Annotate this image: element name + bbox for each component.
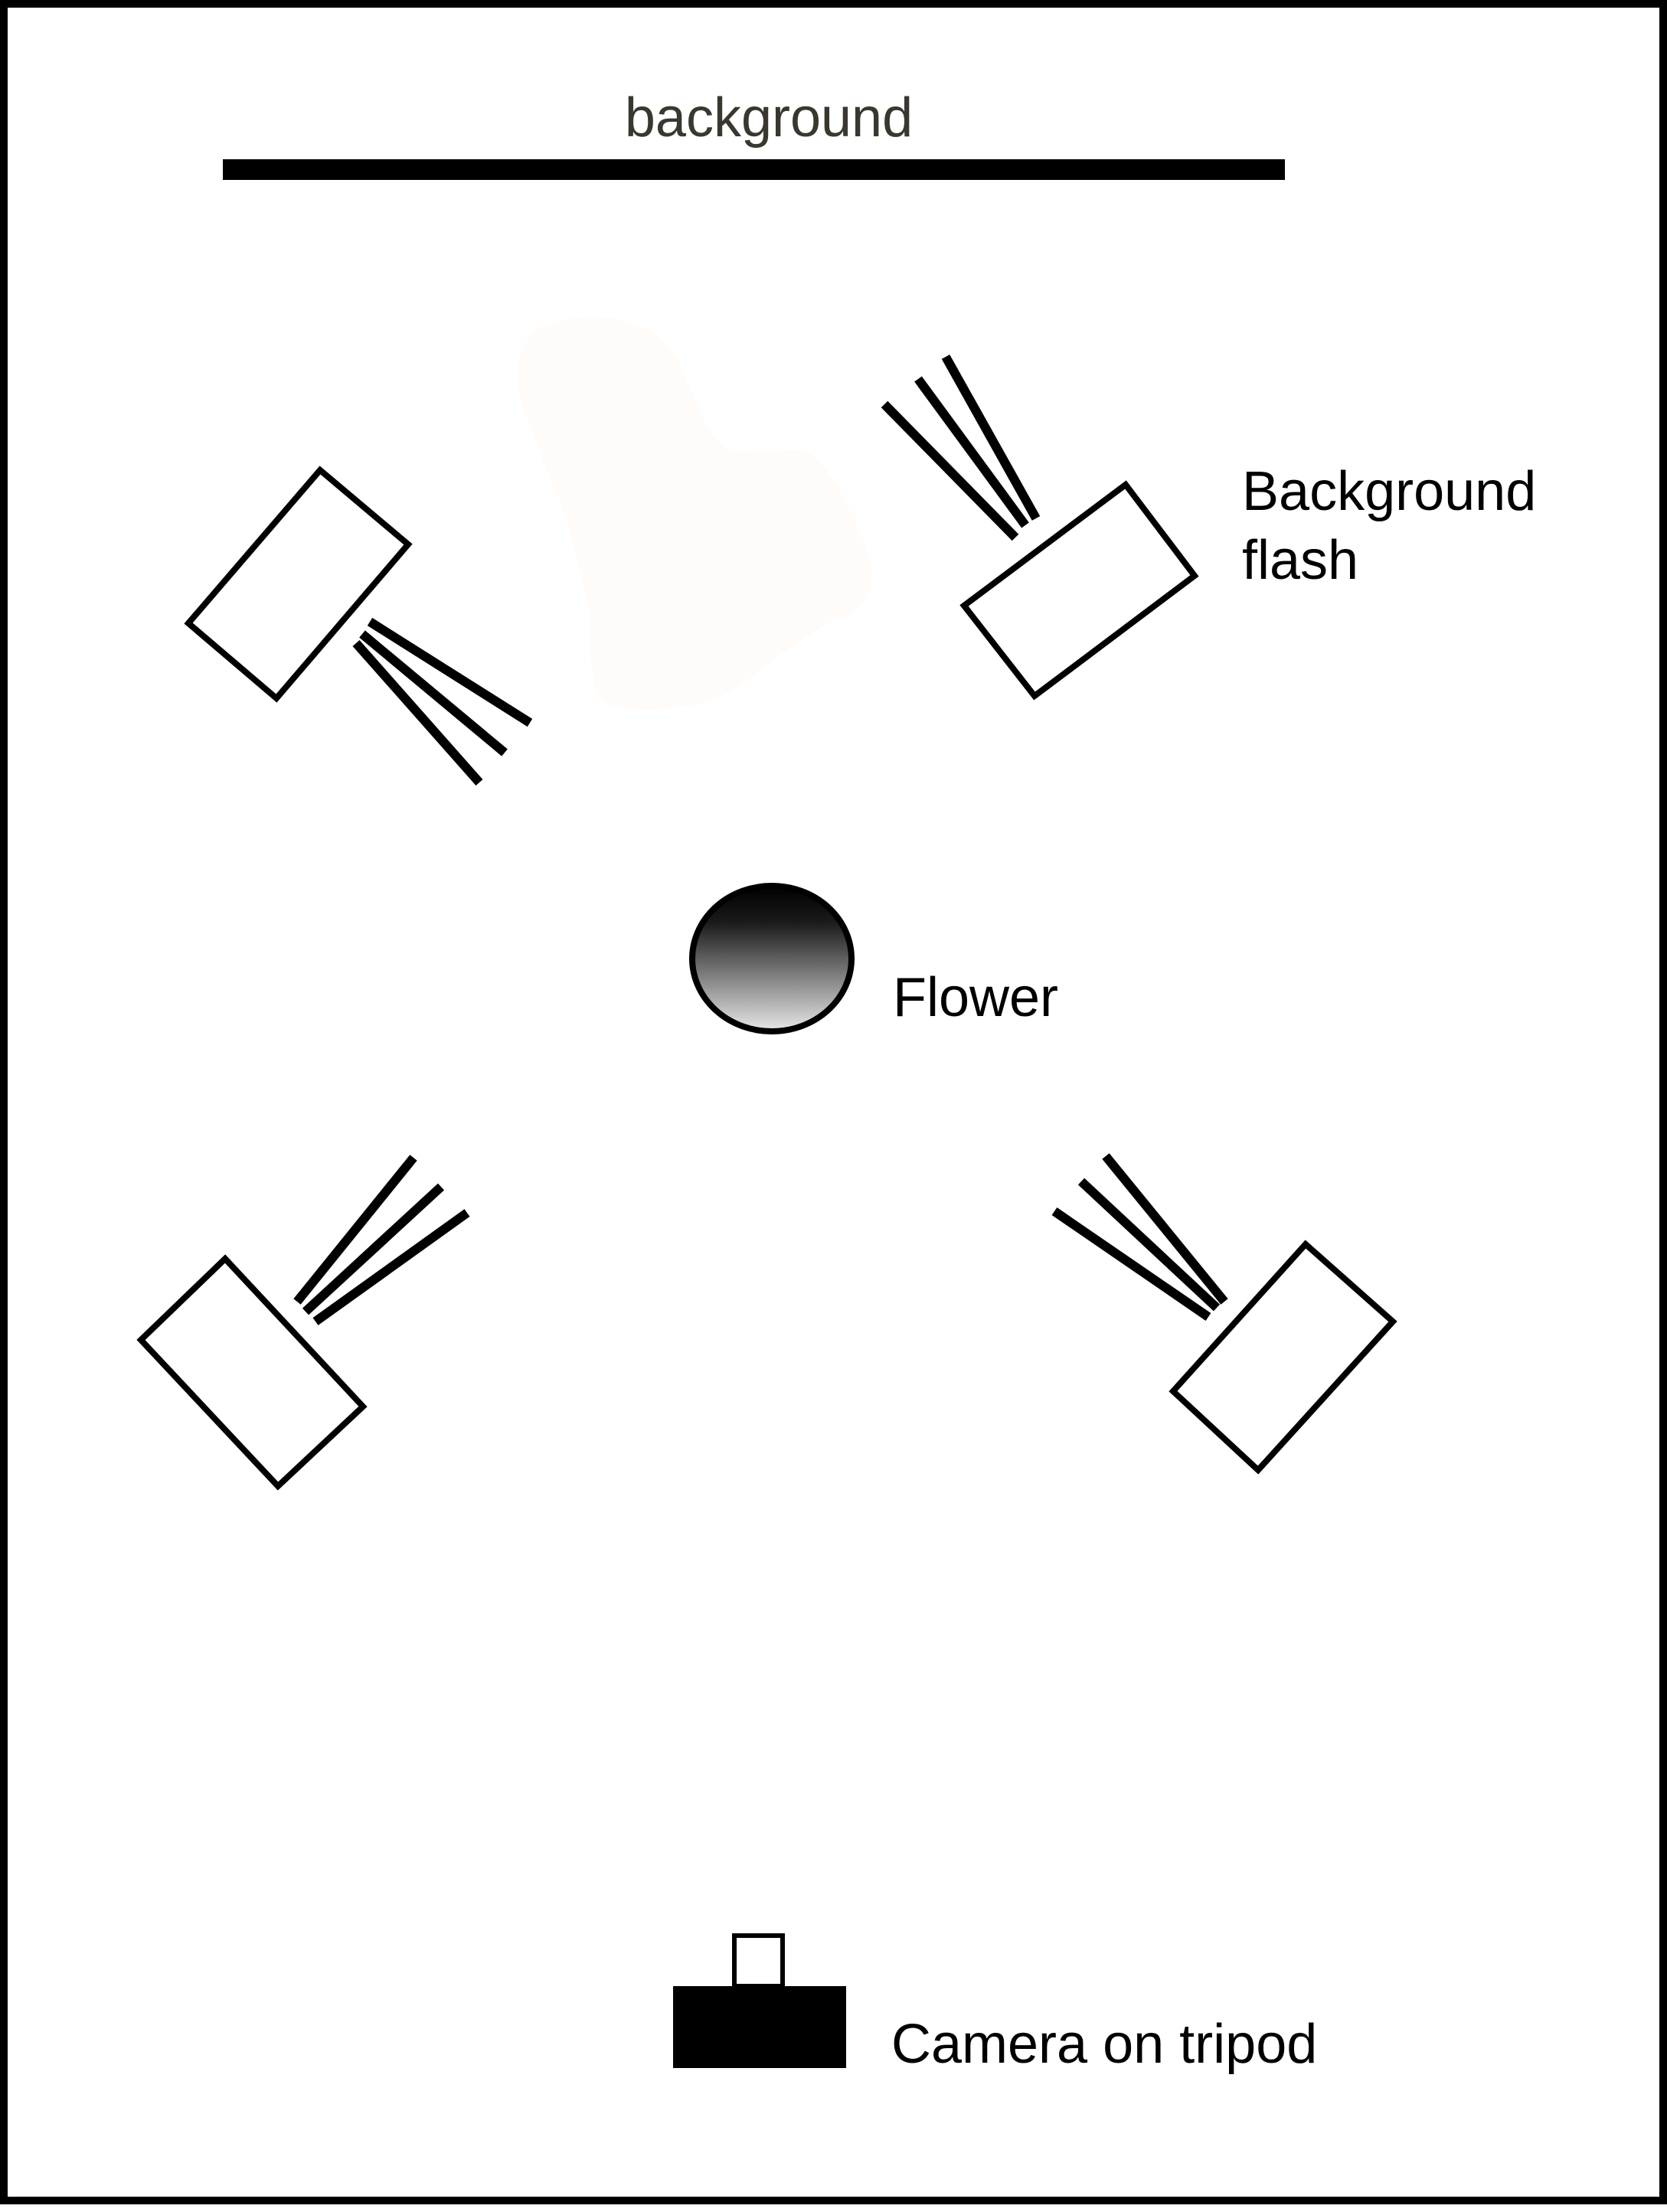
flash-unit-background [881, 355, 1199, 701]
flash-unit-bottom-left [136, 1155, 470, 1491]
light-beam-line [941, 355, 1041, 521]
diagram-canvas: background Background flash Flower [136, 87, 1536, 2075]
flash-unit-top-left [184, 466, 533, 786]
flash-unit-bottom-right [1051, 1153, 1397, 1475]
camera-label: Camera on tripod [891, 2014, 1317, 2075]
light-beam-line [352, 640, 483, 786]
background-label: background [625, 87, 913, 149]
flash-head [184, 466, 413, 703]
background-flash-label-line2: flash [1242, 530, 1358, 591]
light-beam-line [914, 376, 1029, 528]
light-beam-line [1051, 1207, 1211, 1321]
light-beam-line [359, 630, 508, 756]
faint-smudge [518, 317, 871, 710]
backdrop-bar [223, 159, 1285, 180]
light-beam-line [1102, 1153, 1228, 1305]
light-beam-line [881, 400, 1019, 541]
light-beam-line [302, 1183, 445, 1315]
camera-body [673, 1986, 846, 2068]
light-beam-line [293, 1155, 417, 1305]
flower-subject [689, 883, 855, 1034]
light-beam-line [312, 1209, 470, 1325]
flash-head [959, 480, 1199, 701]
camera-on-tripod [673, 1933, 846, 2068]
flash-head [1169, 1240, 1397, 1475]
camera-viewfinder [732, 1933, 785, 1988]
background-flash-label-line1: Background [1242, 461, 1536, 522]
light-beam-line [1077, 1178, 1221, 1312]
light-beam-line [367, 617, 533, 727]
flower-label: Flower [893, 967, 1058, 1028]
flash-head [136, 1254, 368, 1491]
